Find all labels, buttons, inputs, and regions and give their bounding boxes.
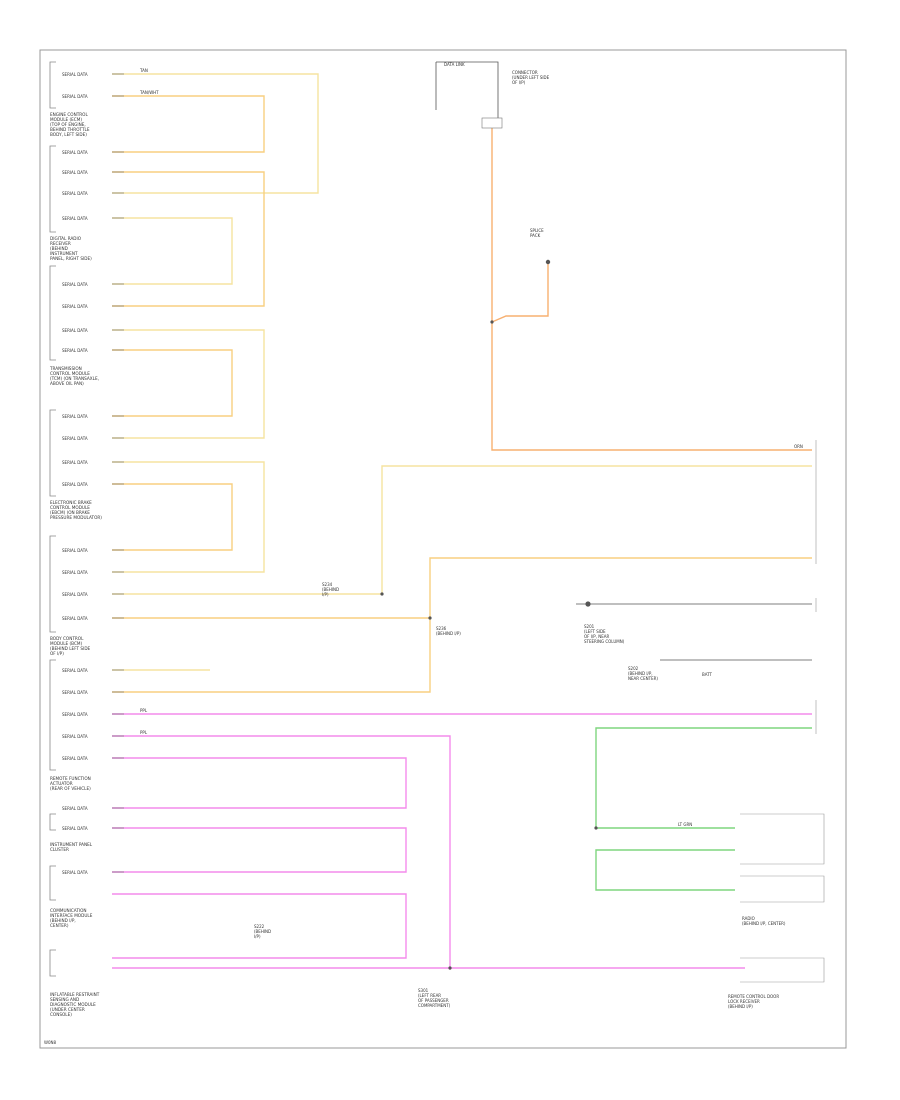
green-wires xyxy=(595,727,812,891)
svg-text:SERIAL DATA: SERIAL DATA xyxy=(62,282,88,287)
pin-marks xyxy=(112,73,124,873)
svg-text:SERIAL DATA: SERIAL DATA xyxy=(62,216,88,221)
svg-text:SERIAL DATA: SERIAL DATA xyxy=(62,826,88,831)
module-brackets xyxy=(49,61,56,977)
right-connector xyxy=(740,440,825,983)
svg-text:SERIAL DATA: SERIAL DATA xyxy=(62,756,88,761)
pink-wires xyxy=(112,713,812,970)
svg-text:SERIAL DATA: SERIAL DATA xyxy=(62,870,88,875)
svg-text:SERIAL DATA: SERIAL DATA xyxy=(62,436,88,441)
black-wires xyxy=(435,61,812,661)
svg-text:SERIAL DATA: SERIAL DATA xyxy=(62,348,88,353)
svg-text:SERIAL DATA: SERIAL DATA xyxy=(62,734,88,739)
svg-text:SERIAL DATA: SERIAL DATA xyxy=(62,806,88,811)
svg-text:SERIAL DATA: SERIAL DATA xyxy=(62,482,88,487)
svg-text:SERIAL DATA: SERIAL DATA xyxy=(62,170,88,175)
orange-wires xyxy=(491,128,812,451)
svg-text:SERIAL DATA: SERIAL DATA xyxy=(62,94,88,99)
wire-tags: TAN TAN/WHT ORN PPL PPL LT GRN xyxy=(139,68,803,827)
svg-text:DATA LINK: DATA LINK xyxy=(444,62,465,67)
svg-text:ORN: ORN xyxy=(794,444,803,449)
svg-text:PPL: PPL xyxy=(140,708,148,713)
svg-text:LT GRN: LT GRN xyxy=(678,822,692,827)
svg-text:SERIAL DATA: SERIAL DATA xyxy=(62,191,88,196)
svg-text:SERIAL DATA: SERIAL DATA xyxy=(62,150,88,155)
svg-text:SERIAL DATA: SERIAL DATA xyxy=(62,668,88,673)
svg-text:SERIAL DATA: SERIAL DATA xyxy=(62,304,88,309)
svg-text:BATT: BATT xyxy=(702,672,713,677)
svg-text:SERIAL DATA: SERIAL DATA xyxy=(62,414,88,419)
svg-text:SERIAL DATA: SERIAL DATA xyxy=(62,690,88,695)
pin-labels: SERIAL DATA SERIAL DATA SERIAL DATA SERI… xyxy=(62,72,88,875)
svg-text:SERIAL DATA: SERIAL DATA xyxy=(62,616,88,621)
svg-text:SERIAL DATA: SERIAL DATA xyxy=(62,712,88,717)
svg-text:SERIAL DATA: SERIAL DATA xyxy=(62,592,88,597)
svg-text:SERIAL DATA: SERIAL DATA xyxy=(62,570,88,575)
tan-wires xyxy=(112,73,812,671)
svg-text:PPL: PPL xyxy=(140,730,148,735)
svg-text:SERIAL DATA: SERIAL DATA xyxy=(62,72,88,77)
svg-text:SERIAL DATA: SERIAL DATA xyxy=(62,548,88,553)
svg-text:TAN/WHT: TAN/WHT xyxy=(139,90,159,95)
tan-white-wires xyxy=(112,95,812,693)
svg-text:SERIAL DATA: SERIAL DATA xyxy=(62,460,88,465)
svg-text:S236(BEHIND I/P): S236(BEHIND I/P) xyxy=(436,626,461,636)
svg-text:TAN: TAN xyxy=(139,68,148,73)
footer-id: W0N8 xyxy=(44,1040,56,1045)
svg-text:RADIO(BEHIND I/P, CENTER): RADIO(BEHIND I/P, CENTER) xyxy=(742,916,786,926)
splice-dots xyxy=(380,259,598,970)
diagram-border xyxy=(39,49,847,1049)
svg-text:S202(BEHIND I/P,NEAR CENTER): S202(BEHIND I/P,NEAR CENTER) xyxy=(628,666,658,681)
svg-text:SERIAL DATA: SERIAL DATA xyxy=(62,328,88,333)
